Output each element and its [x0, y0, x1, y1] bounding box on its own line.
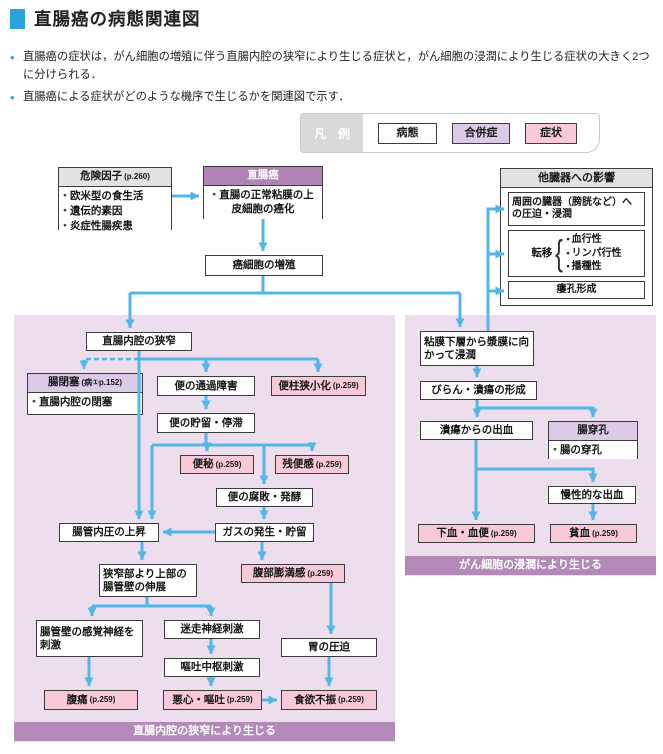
page-ref: (p.259) — [226, 695, 253, 705]
page-ref: (p.259) — [215, 459, 242, 469]
node-ileus: 腸閉塞(病①p.152) 直腸内腔の閉塞 — [27, 373, 143, 415]
page-ref: (p.259) — [315, 459, 342, 469]
legend-items: 病態 合併症 症状 — [363, 114, 599, 152]
node-ileus-body: 直腸内腔の閉塞 — [28, 392, 142, 412]
node-stool-retention: 便の貯留・停滞 — [157, 413, 255, 433]
node-risk-factors-header: 危険因子(p.260) — [59, 168, 171, 187]
page-ref: (p.260) — [124, 172, 150, 181]
node-anorexia: 食欲不振(p.259) — [281, 690, 377, 710]
metastasis-list: 血行性 リンパ行性 播種性 — [566, 233, 622, 274]
line-growth-split — [130, 276, 460, 295]
node-erosion: びらん・潰瘍の形成 — [420, 381, 537, 400]
page-ref: (p.259) — [307, 568, 334, 578]
node-vomit-center: 嘔吐中枢刺激 — [164, 658, 260, 677]
node-ileus-header: 腸閉塞(病①p.152) — [28, 374, 142, 393]
legend-item-disease-state: 病態 — [378, 122, 437, 144]
node-perforation: 腸穿孔 腸の穿孔 — [548, 421, 638, 460]
node-metastasis: 転移 { 血行性 リンパ行性 播種性 — [508, 230, 645, 277]
page-title-text: 直腸癌の病態関連図 — [34, 9, 201, 29]
node-perforation-body: 腸の穿孔 — [549, 440, 637, 460]
legend-title: 凡 例 — [301, 114, 363, 152]
node-stool-fermentation: 便の腐敗・発酵 — [216, 488, 313, 507]
node-pressure-rise: 腸管内圧の上昇 — [59, 523, 159, 542]
intro-bullet: 直腸癌による症状がどのような機序で生じるかを関連図で示す． — [10, 89, 658, 107]
node-rectal-cancer-header: 直腸癌 — [204, 167, 322, 186]
node-vagus: 迷走神経刺激 — [164, 620, 260, 639]
node-invasion: 粘膜下層から漿膜に向かって浸潤 — [420, 331, 534, 366]
legend-item-symptom: 症状 — [525, 122, 577, 144]
intro-text: 直腸癌の症状は，がん細胞の増殖に伴う直腸内腔の狭窄により生じる症状と，がん細胞の… — [10, 49, 658, 112]
node-abdominal-fullness: 腹部膨満感(p.259) — [241, 564, 345, 583]
node-wall-extension: 狭窄部より上部の腸管壁の伸展 — [99, 564, 197, 597]
node-risk-factors-body: 欧米型の食生活 遺伝的素因 炎症性腸疾患 — [59, 186, 171, 237]
node-stomach-pressure: 胃の圧迫 — [281, 638, 377, 657]
title-accent-square-icon — [10, 8, 25, 29]
node-residual-stool: 残便感(p.259) — [275, 455, 349, 474]
node-lumen-stenosis: 直腸内腔の狭窄 — [86, 332, 192, 351]
node-constipation: 便秘(p.259) — [180, 455, 254, 474]
page-ref: (p.259) — [592, 528, 618, 538]
node-ulcer-bleeding: 潰瘍からの出血 — [420, 421, 533, 440]
node-rectal-cancer-body: 直腸の正常粘膜の上皮細胞の癌化 — [204, 185, 322, 220]
panel-footer-stenosis: 直腸内腔の狭窄により生じる — [14, 722, 395, 741]
node-other-organs-header: 他臓器への影響 — [501, 169, 652, 188]
node-nausea: 悪心・嘔吐(p.259) — [163, 690, 262, 710]
node-fistula: 瘻孔形成 — [508, 281, 645, 299]
page-ref: (病①p.152) — [81, 378, 123, 387]
page-ref: (p.259) — [332, 381, 359, 391]
node-anemia: 貧血(p.259) — [550, 524, 637, 543]
legend: 凡 例 病態 合併症 症状 — [300, 113, 600, 153]
node-perforation-header: 腸穿孔 — [549, 422, 637, 441]
page-title: 直腸癌の病態関連図 — [10, 6, 201, 31]
node-gas: ガスの発生・貯留 — [215, 523, 314, 542]
node-risk-factors: 危険因子(p.260) 欧米型の食生活 遺伝的素因 炎症性腸疾患 — [58, 167, 172, 237]
node-stool-passage: 便の通過障害 — [157, 376, 255, 396]
intro-bullet: 直腸癌の症状は，がん細胞の増殖に伴う直腸内腔の狭窄により生じる症状と，がん細胞の… — [10, 49, 658, 84]
legend-item-complication: 合併症 — [452, 122, 510, 144]
brace-glyph: { — [555, 232, 564, 274]
node-rectal-cancer: 直腸癌 直腸の正常粘膜の上皮細胞の癌化 — [203, 166, 323, 220]
node-organ-compression: 周囲の臓器（膀胱など）への圧迫・浸潤 — [508, 192, 645, 226]
node-narrow-stool: 便柱狭小化(p.259) — [271, 376, 366, 396]
node-abdominal-pain: 腹痛(p.259) — [44, 690, 138, 710]
page-ref: (p.259) — [338, 695, 364, 705]
page-ref: (p.259) — [89, 695, 116, 705]
node-sensory-nerve: 腸管壁の感覚神経を刺激 — [36, 620, 143, 657]
panel-footer-invasion: がん細胞の浸潤により生じる — [405, 556, 656, 575]
node-cancer-growth: 癌細胞の増殖 — [205, 255, 323, 276]
page-ref: (p.259) — [490, 528, 517, 538]
node-bloody-stool: 下血・血便(p.259) — [418, 524, 535, 543]
node-chronic-bleeding: 慢性的な出血 — [548, 486, 636, 504]
